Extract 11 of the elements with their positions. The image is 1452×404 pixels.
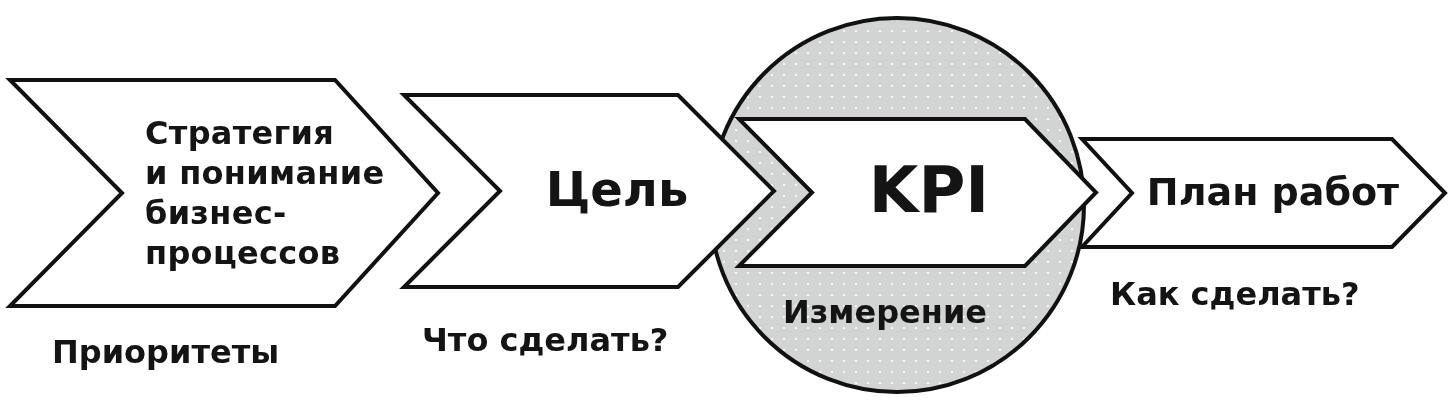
step-title: План работ [1146, 171, 1400, 215]
circle-label: Измерение [782, 293, 988, 331]
step-caption: Что сделать? [422, 321, 669, 359]
step-caption: Как сделать? [1110, 275, 1360, 313]
step-title: Стратегия и понимание бизнес-процессов [145, 113, 386, 273]
process-step [8, 78, 440, 308]
step-title: KPI [868, 154, 990, 228]
step-caption: Приоритеты [52, 333, 280, 371]
process-step [1080, 137, 1447, 249]
process-step [402, 93, 776, 289]
step-title: Цель [545, 162, 689, 218]
